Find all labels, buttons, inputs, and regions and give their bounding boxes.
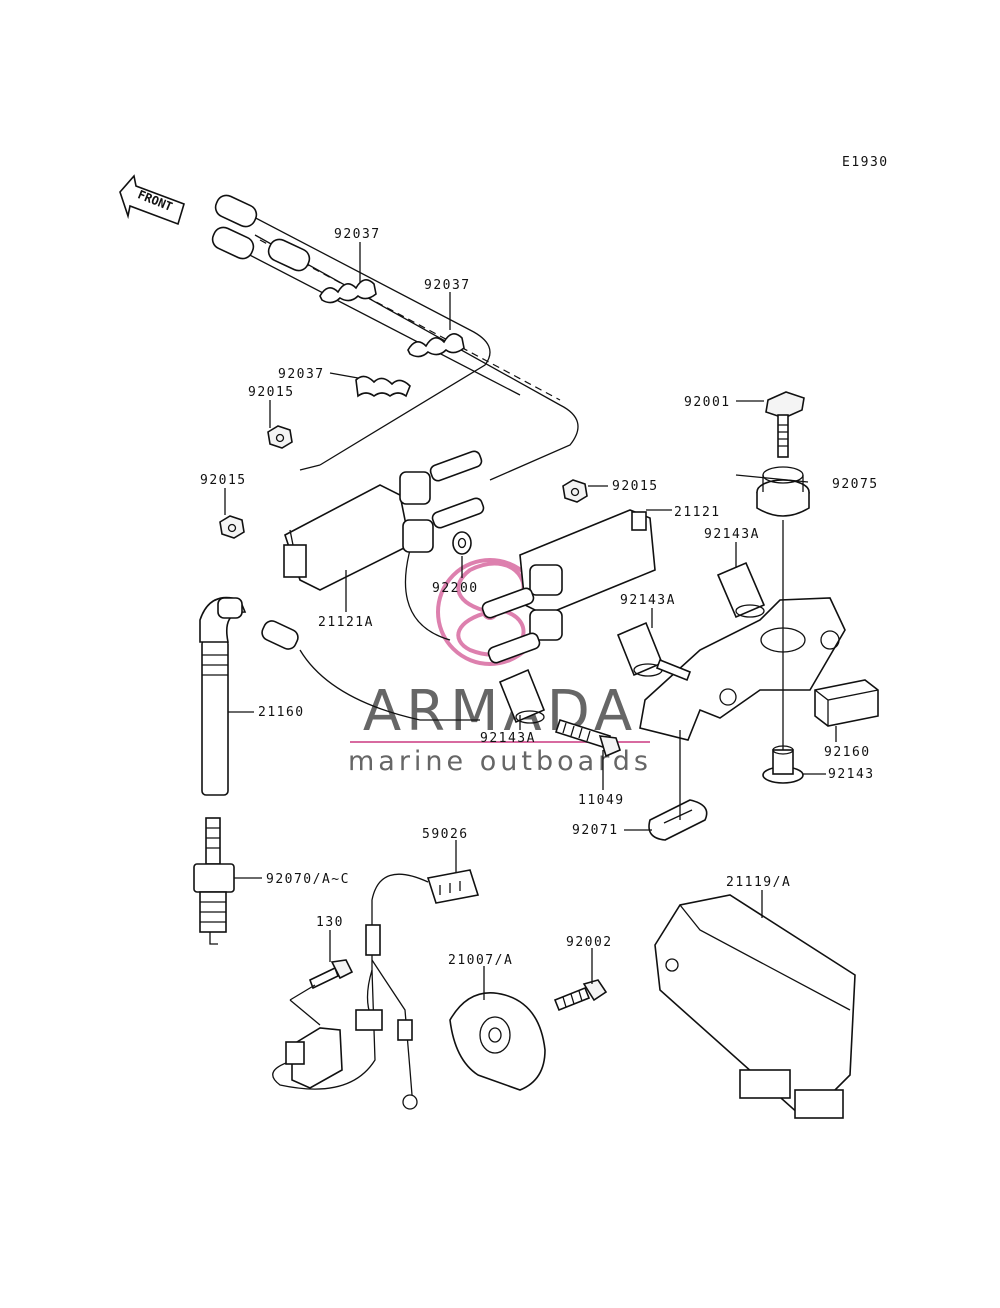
- nut-92015-left: [219, 515, 245, 539]
- label-92015-b: 92015: [200, 473, 247, 488]
- grommet-92075: [756, 466, 810, 517]
- mounting-bracket: [639, 520, 846, 750]
- label-92075: 92075: [832, 477, 879, 492]
- connector-59026: [272, 869, 480, 1110]
- label-21121: 21121: [674, 505, 721, 520]
- label-92143a-1: 92143A: [704, 527, 760, 542]
- label-92015-c: 92015: [612, 479, 659, 494]
- label-92015-a: 92015: [248, 385, 295, 400]
- label-92037-a: 92037: [334, 227, 381, 242]
- label-92002: 92002: [566, 935, 613, 950]
- label-92071: 92071: [572, 823, 619, 838]
- clamp-92037-b: [407, 333, 465, 358]
- nut-92015-right: [562, 479, 588, 503]
- label-92143: 92143: [828, 767, 875, 782]
- front-arrow-icon: FRONT: [119, 174, 185, 226]
- rotor-21007: [449, 991, 546, 1091]
- damper-92071: [648, 799, 708, 841]
- label-130: 130: [316, 915, 344, 930]
- label-92037-c: 92037: [278, 367, 325, 382]
- diagram-code: E1930: [842, 155, 889, 170]
- label-21007: 21007/A: [448, 953, 513, 968]
- label-92160: 92160: [824, 745, 871, 760]
- wire-harness: [211, 194, 579, 721]
- bolt-130: [289, 959, 354, 1026]
- leader-lines: [224, 242, 837, 1000]
- cdi-unit-21119: [654, 894, 856, 1119]
- bolt-92001: [765, 391, 805, 458]
- part-labels: 92037 92037 92037 92015 92015 92015 9200…: [200, 227, 879, 968]
- clamp-92037-a: [319, 279, 377, 304]
- label-59026: 59026: [422, 827, 469, 842]
- bolt-11049: [554, 658, 692, 758]
- plug-lead-21160: [199, 596, 299, 796]
- label-92143a-2: 92143A: [620, 593, 676, 608]
- ignition-coil-21121a: [283, 450, 485, 591]
- label-92200: 92200: [432, 581, 479, 596]
- label-21160: 21160: [258, 705, 305, 720]
- bolt-92002: [553, 979, 608, 1012]
- pickup-coil: [285, 1027, 343, 1089]
- ignition-coil-21121: [481, 509, 656, 664]
- collar-92143: [762, 745, 804, 784]
- nut-92015-top: [267, 425, 293, 449]
- label-92070: 92070/A~C: [266, 872, 350, 887]
- label-92037-b: 92037: [424, 278, 471, 293]
- collar-92143a-2: [616, 621, 664, 677]
- pad-92160: [814, 679, 879, 727]
- label-21119: 21119/A: [726, 875, 791, 890]
- label-92001: 92001: [684, 395, 731, 410]
- collar-92143a-3: [498, 668, 546, 724]
- label-21121a: 21121A: [318, 615, 374, 630]
- spark-plug-92070: [193, 817, 235, 945]
- clamp-92037-c: [355, 375, 411, 398]
- label-11049: 11049: [578, 793, 625, 808]
- label-92143a-3: 92143A: [480, 731, 536, 746]
- watermark-subtitle: marine outboards: [348, 746, 652, 777]
- washer-92200: [452, 531, 472, 555]
- collar-92143a-1: [716, 561, 766, 619]
